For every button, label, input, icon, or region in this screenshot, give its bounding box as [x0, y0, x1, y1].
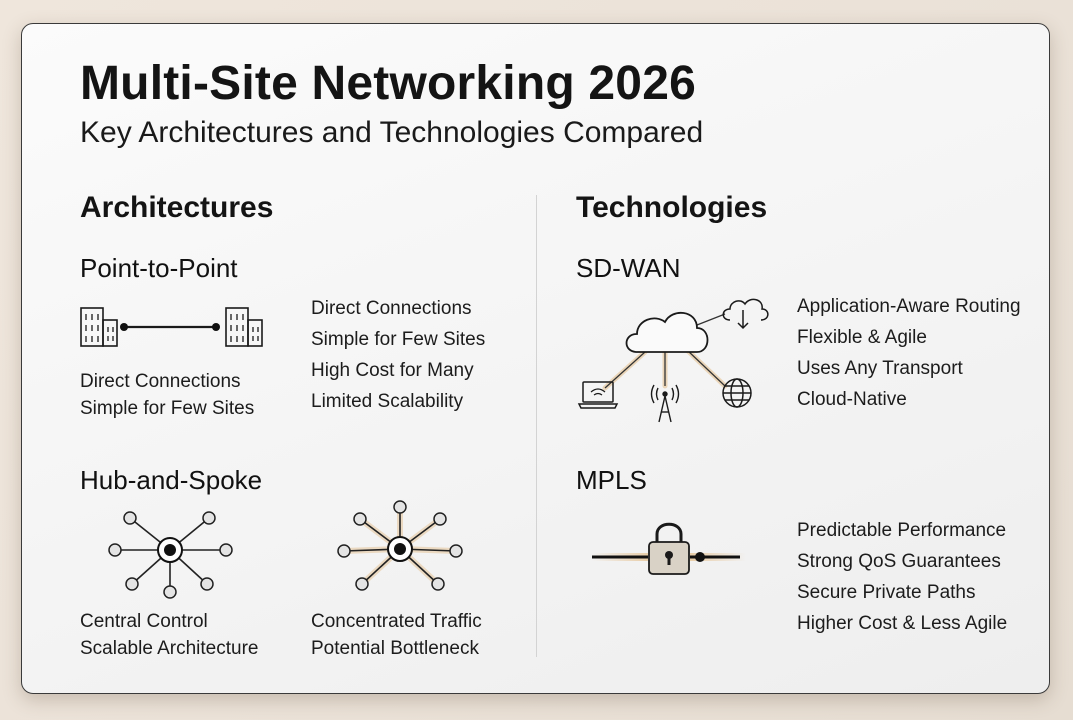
hub-spoke-diagram-plain: [108, 511, 233, 599]
feature-item: Predictable Performance: [797, 520, 1007, 541]
hub-spoke-diagram-congested: [337, 500, 463, 591]
page-subtitle: Key Architectures and Technologies Compa…: [80, 116, 704, 149]
antenna-icon: [650, 384, 680, 423]
feature-item: Uses Any Transport: [797, 358, 963, 379]
mpls-heading: MPLS: [576, 465, 647, 495]
feature-item: Direct Connections: [311, 298, 472, 319]
caption-line: Concentrated Traffic: [311, 611, 482, 632]
sdwan-diagram: [577, 298, 769, 423]
point-to-point-diagram: [80, 307, 263, 347]
column-divider: [536, 195, 537, 657]
feature-item: Flexible & Agile: [797, 327, 927, 348]
feature-item: High Cost for Many: [311, 360, 474, 381]
point-to-point-caption: Direct Connections Simple for Few Sites: [80, 368, 254, 422]
sdwan-heading: SD-WAN: [576, 253, 681, 283]
caption-line: Central Control: [80, 611, 208, 632]
globe-icon: [722, 378, 752, 408]
feature-item: Simple for Few Sites: [311, 329, 486, 350]
building-icon: [80, 307, 118, 347]
building-icon: [225, 307, 263, 347]
infographic-card: [21, 23, 1050, 694]
caption-line: Simple for Few Sites: [80, 398, 255, 419]
feature-item: Application-Aware Routing: [797, 296, 1021, 317]
technologies-heading: Technologies: [576, 191, 768, 224]
mpls-features: Predictable Performance Strong QoS Guara…: [797, 515, 1007, 639]
laptop-icon: [577, 381, 619, 409]
point-to-point-heading: Point-to-Point: [80, 253, 238, 283]
feature-item: Cloud-Native: [797, 389, 907, 410]
point-to-point-features: Direct Connections Simple for Few Sites …: [311, 293, 485, 417]
feature-item: Limited Scalability: [311, 391, 464, 412]
hub-spoke-drawbacks: Concentrated Traffic Potential Bottlenec…: [311, 608, 482, 662]
sdwan-features: Application-Aware Routing Flexible & Agi…: [797, 291, 1021, 415]
feature-item: Secure Private Paths: [797, 582, 976, 603]
lock-icon: [648, 522, 690, 575]
feature-item: Higher Cost & Less Agile: [797, 613, 1008, 634]
hub-and-spoke-heading: Hub-and-Spoke: [80, 465, 263, 495]
cloud-icon: [625, 312, 709, 353]
page-title: Multi-Site Networking 2026: [80, 57, 696, 110]
caption-line: Scalable Architecture: [80, 638, 259, 659]
cloud-download-icon: [722, 298, 769, 330]
caption-line: Direct Connections: [80, 371, 241, 392]
caption-line: Potential Bottleneck: [311, 638, 479, 659]
mpls-diagram: [592, 522, 746, 575]
hub-spoke-benefits: Central Control Scalable Architecture: [80, 608, 259, 662]
architectures-heading: Architectures: [80, 191, 274, 224]
feature-item: Strong QoS Guarantees: [797, 551, 1001, 572]
